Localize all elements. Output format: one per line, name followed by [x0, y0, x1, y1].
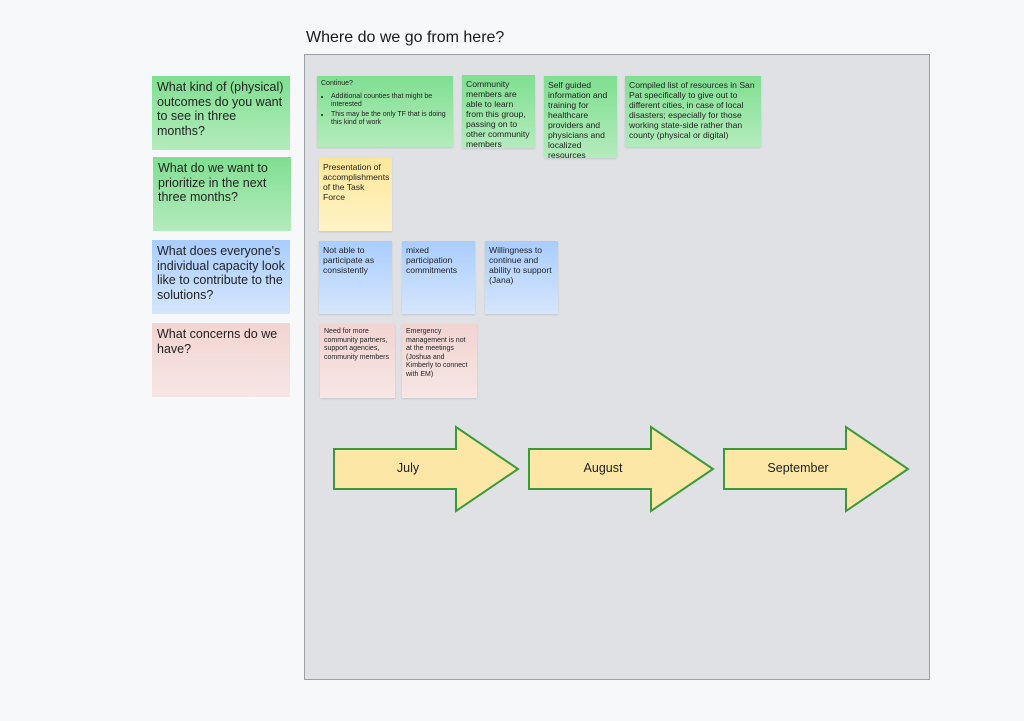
arrow-september-shape [723, 425, 910, 513]
sticky-willingness[interactable]: Willingness to continue and ability to s… [485, 241, 558, 314]
sticky-continue-bullet: Additional counties that might be intere… [331, 93, 449, 110]
arrow-august-shape [528, 425, 715, 513]
sticky-self-guided[interactable]: Self guided information and training for… [544, 76, 617, 160]
sticky-continue[interactable]: Continue? Additional counties that might… [317, 76, 453, 147]
sticky-continue-list: Additional counties that might be intere… [321, 93, 449, 128]
board-title: Where do we go from here? [306, 29, 505, 46]
sticky-mixed-participation[interactable]: mixed participation commitments [402, 241, 475, 314]
arrow-september-label: September [767, 461, 829, 475]
sticky-continue-bullet: This may be the only TF that is doing th… [331, 111, 449, 128]
arrow-august[interactable]: August [528, 425, 715, 513]
arrow-september[interactable]: September [723, 425, 910, 513]
prompt-priorities[interactable]: What do we want to prioritize in the nex… [153, 157, 291, 231]
arrow-july-shape [333, 425, 520, 513]
board-frame[interactable] [304, 54, 930, 680]
sticky-continue-title: Continue? [321, 80, 353, 87]
sticky-compiled-resources[interactable]: Compiled list of resources in San Pat sp… [625, 76, 761, 147]
sticky-community-members[interactable]: Community members are able to learn from… [462, 75, 535, 149]
sticky-emergency-management[interactable]: Emergency management is not at the meeti… [402, 324, 477, 398]
arrow-july[interactable]: July [333, 425, 520, 513]
sticky-need-more-partners[interactable]: Need for more community partners, suppor… [320, 324, 395, 398]
prompt-outcomes[interactable]: What kind of (physical) outcomes do you … [152, 76, 290, 150]
arrow-august-label: August [583, 461, 623, 475]
prompt-capacity[interactable]: What does everyone's individual capacity… [152, 240, 290, 314]
arrow-july-label: July [396, 461, 420, 475]
sticky-not-able[interactable]: Not able to participate as consistently [319, 241, 392, 314]
prompt-concerns[interactable]: What concerns do we have? [152, 323, 290, 397]
sticky-presentation[interactable]: Presentation of accomplishments of the T… [319, 158, 392, 231]
